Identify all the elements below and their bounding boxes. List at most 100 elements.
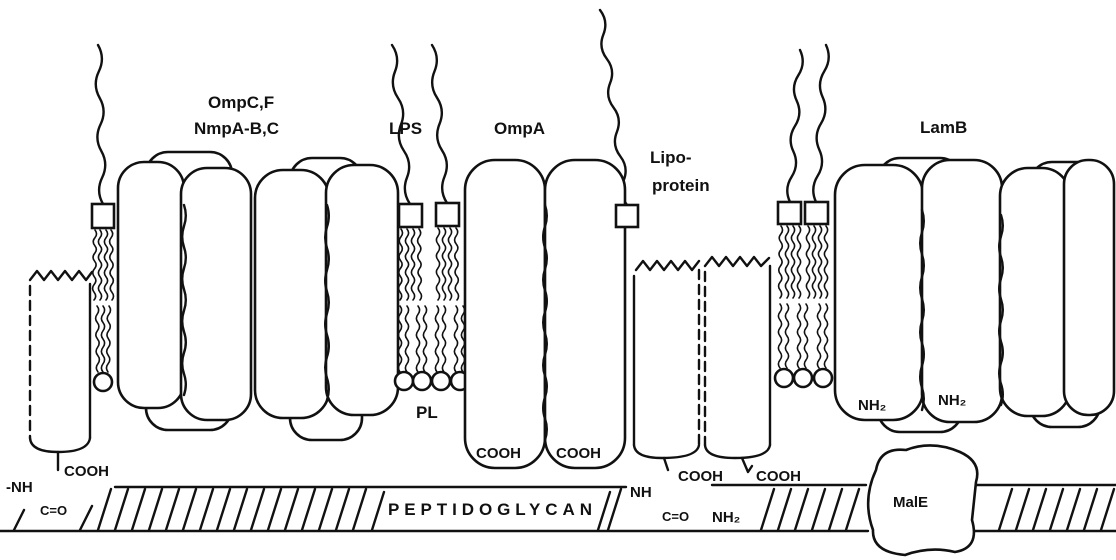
hatch-line <box>319 489 332 530</box>
lps-core-square <box>778 202 801 224</box>
phospholipid-head-circle <box>94 373 112 391</box>
label-cooh: COOH <box>64 463 109 480</box>
fatty-acid-chain <box>442 228 445 300</box>
fatty-acid-chain <box>416 306 419 372</box>
lps-core-square <box>805 202 828 224</box>
label-cooh: COOH <box>556 445 601 462</box>
fatty-acid-chain <box>405 306 408 372</box>
fatty-acid-chain <box>104 230 107 300</box>
lipoprotein-anchor-square <box>616 205 638 227</box>
label-nh2: NH₂ <box>938 392 966 409</box>
hatch-line <box>1016 489 1029 530</box>
hatch-line <box>761 489 774 530</box>
ompc-f-porin <box>118 152 398 440</box>
hatch-line <box>251 489 264 530</box>
ompc-subunit-2 <box>181 168 251 420</box>
label-cooh: COOH <box>678 468 723 485</box>
fatty-acid-chain <box>96 306 100 372</box>
label-lipo: Lipo- <box>650 148 692 167</box>
fatty-acid-chain <box>418 229 422 300</box>
label-lamb: LamB <box>920 118 967 137</box>
hatch-line <box>200 489 213 530</box>
hatch-line <box>812 489 825 530</box>
left-lipoprotein <box>30 271 92 470</box>
lipoprotein-1-bottom <box>634 445 699 458</box>
hatch-line <box>217 489 230 530</box>
fatty-acid-chain <box>101 306 104 372</box>
phospholipid-head-circle <box>432 372 450 390</box>
label-carbonyl: C=O <box>40 503 67 518</box>
phospholipid-head-circle <box>814 369 832 387</box>
left-lipoprotein-zigzag-top <box>30 271 92 280</box>
label-nh: NH <box>630 484 652 501</box>
lipoprotein-2-zigzag-top <box>705 257 769 266</box>
fatty-acid-chain <box>804 304 807 368</box>
hatch-line <box>132 489 145 530</box>
hatch-line <box>166 489 179 530</box>
label-nmpa-bc: NmpA-B,C <box>194 119 279 138</box>
label-nh2: NH₂ <box>858 397 886 414</box>
lamb-porin <box>835 158 1114 432</box>
fatty-acid-chain <box>98 230 101 300</box>
hatch-line <box>336 489 349 530</box>
ompc-subunit-1 <box>118 162 184 408</box>
label-ompa: OmpA <box>494 119 545 138</box>
fatty-acid-chain <box>824 304 827 368</box>
phospholipid-head-circle <box>413 372 431 390</box>
o-antigen-chain <box>813 45 828 202</box>
o-antigen-chain <box>787 50 802 202</box>
fatty-acid-chain <box>442 306 445 372</box>
label-nh2: NH₂ <box>712 509 740 526</box>
fatty-acid-chain <box>455 228 459 300</box>
hatch-line <box>372 492 384 530</box>
hatch-line <box>1101 489 1114 530</box>
hatch-line <box>302 489 315 530</box>
lamb-subunit-1 <box>835 165 923 420</box>
fatty-acid-chain <box>785 226 788 298</box>
lipoprotein-2-stem <box>742 458 752 472</box>
phospholipid-head-circle <box>395 372 413 390</box>
fatty-acid-chain <box>785 304 788 368</box>
hatch-line <box>268 489 281 530</box>
fatty-acid-chain <box>806 226 809 298</box>
fatty-acid-chain <box>423 306 426 372</box>
label-peptidoglycan: PEPTIDOGLYCAN <box>388 500 592 519</box>
hatch-line <box>14 510 24 530</box>
label-male: MalE <box>893 494 928 511</box>
fatty-acid-chain <box>778 304 781 368</box>
lamb-subunit-4 <box>1064 160 1114 415</box>
ompc-subunit-3 <box>255 170 329 418</box>
ompa-subunit-2 <box>545 160 625 468</box>
fatty-acid-chain <box>812 226 815 298</box>
left-lipoprotein-bottom <box>30 438 90 452</box>
fatty-acid-chain <box>818 226 821 298</box>
fatty-acid-chain <box>106 306 110 372</box>
o-antigen-chain <box>432 45 447 203</box>
fatty-acid-chain <box>454 306 457 372</box>
fatty-acid-chain <box>405 229 408 300</box>
hatch-line <box>234 489 247 530</box>
label-cooh: COOH <box>476 445 521 462</box>
fatty-acid-chain <box>797 304 800 368</box>
fatty-acid-chain <box>797 226 800 298</box>
hatch-line <box>778 489 791 530</box>
fatty-acid-chain <box>791 226 794 298</box>
hatch-line <box>795 489 808 530</box>
fatty-acid-chain <box>436 228 439 300</box>
lipoprotein-1-zigzag-top <box>636 261 699 270</box>
label-protein: protein <box>652 176 710 195</box>
fatty-acid-chain <box>779 226 783 298</box>
label-cooh: COOH <box>756 468 801 485</box>
fatty-acid-chain <box>411 229 414 300</box>
hatch-line <box>1084 489 1097 530</box>
hatch-line <box>183 489 196 530</box>
lps-core-square <box>399 204 422 227</box>
fatty-acid-chain <box>435 306 438 372</box>
hatch-line <box>1067 489 1080 530</box>
lipoprotein <box>616 205 770 472</box>
hatch-line <box>829 489 842 530</box>
lipoprotein-2-bottom <box>705 445 770 458</box>
hatch-line <box>80 506 92 530</box>
ompc-subunit-4 <box>326 165 398 415</box>
